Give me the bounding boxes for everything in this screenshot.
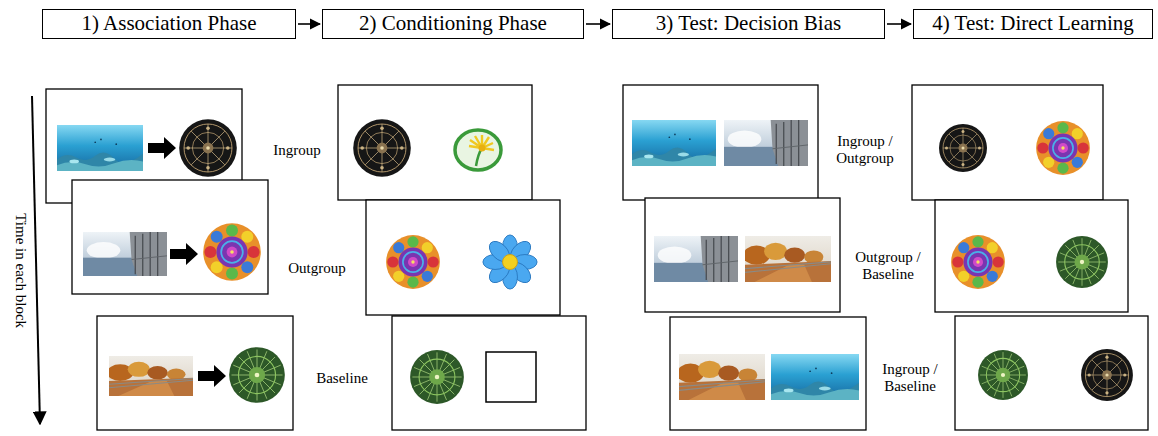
screen-frame [955, 316, 1148, 430]
phase-arrow [586, 23, 610, 25]
empty-square [486, 352, 536, 402]
phase-title: 3) Test: Decision Bias [656, 12, 841, 35]
pair-label: Ingroup / Outgroup [829, 133, 901, 168]
screen-frame [392, 316, 586, 430]
screen-frame [912, 85, 1103, 200]
blue-flower [483, 235, 537, 289]
autumn-photo [107, 356, 193, 396]
screen-frame [645, 198, 840, 312]
autumn-photo [677, 354, 765, 400]
wall-photo [724, 120, 808, 166]
pair-label: Outgroup / Baseline [850, 249, 926, 284]
black-arrow [170, 243, 198, 265]
screen-frame [338, 85, 532, 200]
phase-title: 1) Association Phase [82, 12, 257, 35]
dandelion-logo [455, 130, 501, 170]
dark-mandala [179, 119, 237, 177]
dark-mandala [1081, 349, 1133, 401]
green-mandala [978, 350, 1028, 400]
screen-frame [935, 200, 1128, 312]
phase-title: 4) Test: Direct Learning [932, 12, 1134, 35]
phase-box: 1) Association Phase [42, 9, 296, 39]
wall-photo [654, 236, 738, 282]
green-mandala [1056, 236, 1108, 288]
screen-frame [97, 316, 293, 430]
black-arrow [198, 365, 226, 387]
screen-frame [670, 317, 866, 430]
black-arrow [148, 137, 176, 159]
color-mandala [951, 235, 1005, 289]
screen-frame [72, 180, 268, 294]
sea-photo [632, 120, 716, 166]
green-mandala [229, 347, 285, 403]
condition-label: Baseline [311, 370, 373, 387]
color-mandala [203, 223, 261, 281]
autumn-photo [743, 236, 831, 282]
green-mandala [410, 350, 464, 404]
condition-label: Outgroup [284, 260, 350, 277]
wall-photo [83, 232, 167, 276]
sea-photo [771, 354, 859, 400]
phase-arrow [887, 23, 911, 25]
time-label: Time in each block [11, 213, 28, 328]
phase-arrow [298, 23, 320, 25]
color-mandala [1036, 121, 1090, 175]
sea-photo [57, 125, 143, 171]
phase-box: 3) Test: Decision Bias [612, 9, 885, 39]
dark-mandala [353, 119, 411, 177]
pair-label: Ingroup / Baseline [874, 361, 946, 396]
dark-mandala [939, 124, 987, 172]
color-mandala [386, 235, 440, 289]
screen-frame [623, 85, 818, 200]
phase-box: 4) Test: Direct Learning [913, 9, 1153, 39]
time-arrow [32, 96, 40, 424]
phase-title: 2) Conditioning Phase [359, 12, 547, 35]
phase-box: 2) Conditioning Phase [322, 9, 584, 39]
screen-frame [366, 200, 560, 315]
condition-label: Ingroup [266, 142, 328, 159]
